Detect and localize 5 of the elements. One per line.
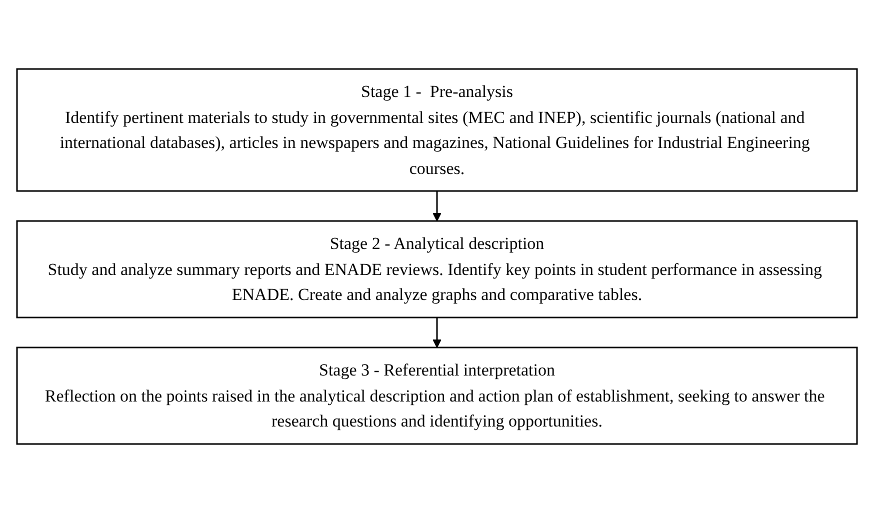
arrow: [432, 318, 442, 348]
node-box: Stage 3 - Referential interpretation Reflection on the points raised in the analytical description and action plan of establishment, seeking to answer the research questions and identifying opportunities.: [16, 346, 858, 445]
node-box: Stage 1 - Pre-analysis Identify pertinent materials to study in governmental sites (MEC and INEP), scientific journals (national and international databases), articles in newspapers and magazines, National Guidelines for Industrial Engineering courses.: [16, 68, 858, 192]
arrow: [432, 191, 442, 222]
node-box: Stage 2 - Analytical description Study and analyze summary reports and ENADE reviews. Identify key points in student performance in assessing ENADE. Create and analyze graphs and comparative tables.: [16, 220, 858, 318]
